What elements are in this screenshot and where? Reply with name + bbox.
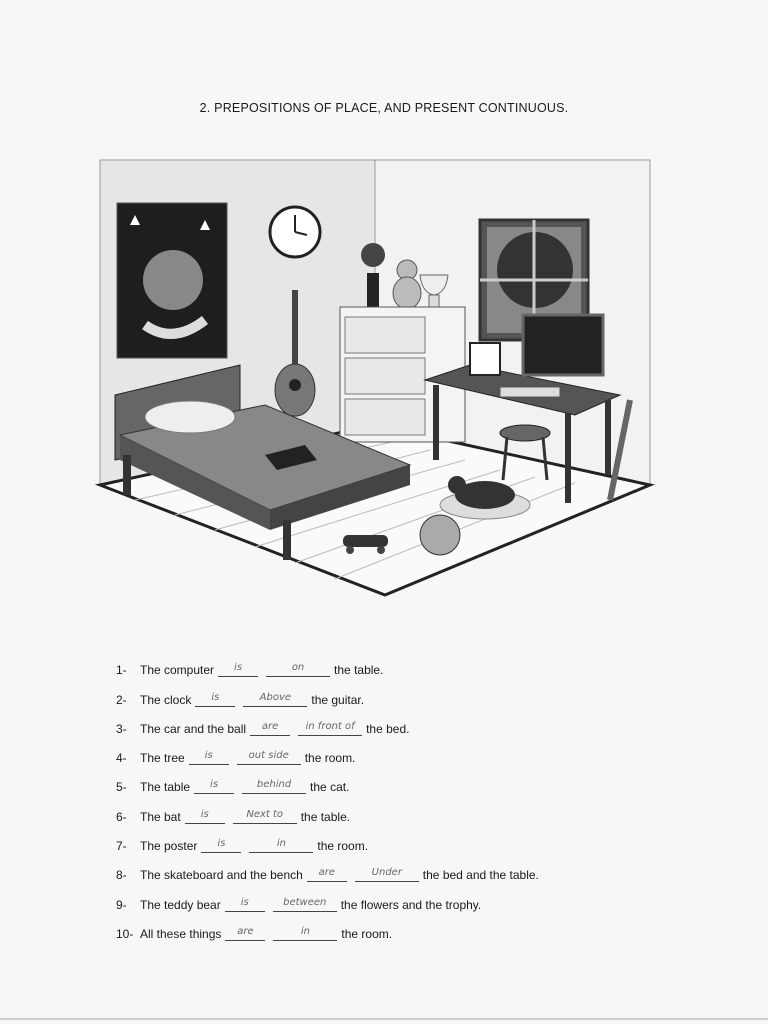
exercise-list: 1- The computer is on the table. 2- The … [116,648,676,941]
exercise-item: 9- The teddy bear is between the flowers… [116,882,676,912]
exercise-item: 5- The table is behind the cat. [116,765,676,795]
verb-answer[interactable]: is [195,691,236,707]
cat-icon [439,476,531,520]
space-poster-icon [116,202,228,359]
exercise-number: 10- [116,926,134,941]
exercise-subject: The car and the ball [140,721,247,736]
verb-answer[interactable]: is [194,778,235,795]
page-edge-line [0,1018,768,1020]
exercise-object: the bed. [366,721,410,736]
flower-vase-icon [361,243,385,307]
verb-answer[interactable]: are [250,720,291,736]
verb-answer[interactable]: is [218,661,259,678]
exercise-item: 10- All these things are in the room. [116,912,676,941]
exercise-subject: The clock [140,692,192,707]
stool-icon [499,424,551,481]
exercise-subject: The computer [140,663,215,678]
photo-frame-icon [469,342,501,376]
preposition-answer[interactable]: behind [242,778,307,795]
bedroom-illustration [95,159,655,597]
wall-clock-icon [268,205,322,259]
exercise-subject: The poster [140,839,198,854]
preposition-answer[interactable]: on [266,661,331,678]
verb-answer[interactable]: is [184,808,225,824]
exercise-object: the room. [304,751,356,766]
exercise-number: 9- [116,897,127,912]
exercise-item: 2- The clock is Above the guitar. [116,677,676,707]
exercise-item: 7- The poster is in the room. [116,824,676,854]
exercise-number: 6- [116,809,127,824]
verb-answer[interactable]: is [224,896,265,912]
preposition-answer[interactable]: in [249,837,314,854]
exercise-subject: All these things [140,926,222,941]
exercise-subject: The skateboard and the bench [140,868,303,883]
exercise-object: the table. [334,663,384,678]
exercise-number: 4- [116,751,127,766]
exercise-number: 8- [116,868,127,883]
exercise-item: 4- The tree is out side the room. [116,736,676,766]
exercise-object: the guitar. [311,692,365,707]
bed-icon [114,364,412,560]
teddy-bear-icon [392,259,422,310]
guitar-icon [274,290,316,417]
exercise-item: 6- The bat is Next to the table. [116,794,676,824]
skateboard-icon [343,535,388,554]
trophy-icon [419,274,449,308]
exercise-subject: The table [140,780,191,795]
exercise-subject: The teddy bear [140,897,221,912]
exercise-item: 1- The computer is on the table. [116,648,676,678]
exercise-object: the flowers and the trophy. [340,897,482,912]
computer-icon [499,313,605,398]
worksheet-title: 2. PREPOSITIONS OF PLACE, AND PRESENT CO… [199,101,569,115]
ball-icon [419,514,461,556]
exercise-object: the room. [317,839,369,854]
verb-answer[interactable]: is [201,837,242,854]
exercise-subject: The bat [140,809,181,824]
baseball-bat-icon [607,399,633,501]
exercise-object: the table. [300,809,351,824]
book-icon [265,445,317,470]
exercise-number: 1- [116,663,127,678]
exercise-object: the cat. [310,780,350,795]
exercise-number: 7- [116,839,127,854]
preposition-answer[interactable]: Above [243,691,308,707]
preposition-answer[interactable]: between [272,896,337,912]
preposition-answer[interactable]: Next to [232,808,297,824]
exercise-item: 3- The car and the ball are in front of … [116,707,676,736]
exercise-object: the bed and the table. [422,868,539,883]
verb-answer[interactable]: are [306,866,347,883]
preposition-answer[interactable]: Under [354,866,419,883]
exercise-number: 2- [116,692,127,707]
preposition-answer[interactable]: out side [236,749,301,766]
exercise-number: 3- [116,721,127,736]
exercise-item: 8- The skateboard and the bench are Unde… [116,853,676,883]
verb-answer[interactable]: is [188,749,229,766]
preposition-answer[interactable]: in [273,925,338,941]
exercise-number: 5- [116,780,127,795]
exercise-subject: The tree [140,751,185,766]
verb-answer[interactable]: are [225,925,266,941]
exercise-object: the room. [341,926,393,941]
preposition-answer[interactable]: in front of [298,720,363,736]
